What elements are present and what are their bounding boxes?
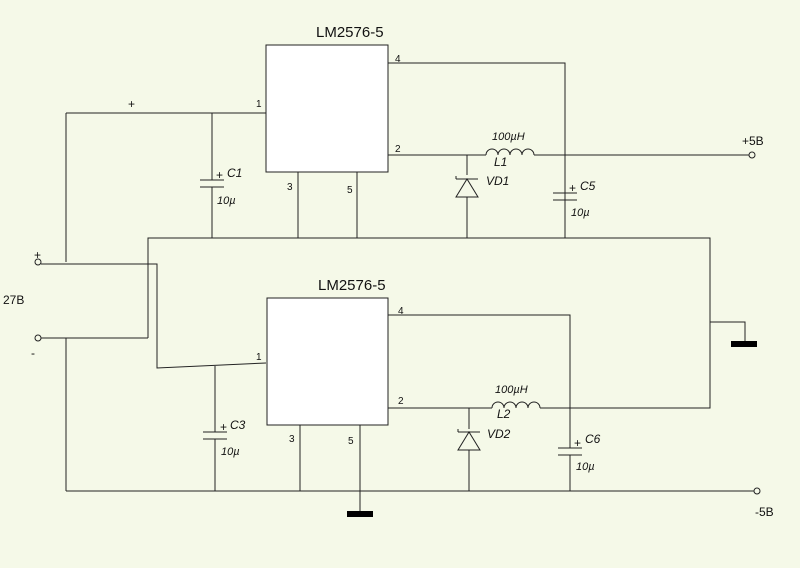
input-voltage-label: 27В bbox=[3, 293, 24, 307]
minus5v-label: -5В bbox=[755, 505, 774, 519]
lower-pin-3: 3 bbox=[289, 434, 295, 445]
ground-symbol-right bbox=[731, 341, 757, 347]
lower-feedback-wire bbox=[388, 314, 571, 408]
upper-pin-5: 5 bbox=[347, 185, 353, 196]
lower-inductor-name: L2 bbox=[497, 407, 511, 421]
ground-stub-wire bbox=[710, 321, 746, 342]
input-terminals: + - 27В bbox=[3, 248, 267, 491]
minus5v-terminal bbox=[753, 487, 761, 495]
lower-diode bbox=[457, 431, 481, 451]
lower-pin-1: 1 bbox=[256, 352, 262, 363]
lower-cin-value: 10µ bbox=[221, 446, 240, 458]
upper-rail-plus-label: + bbox=[128, 97, 135, 111]
upper-diode-name: VD1 bbox=[486, 174, 509, 188]
lower-chip-title: LM2576-5 bbox=[318, 277, 386, 294]
lower-pin-4: 4 bbox=[398, 306, 404, 317]
upper-cin-plus: + bbox=[216, 168, 223, 182]
upper-feedback-wire bbox=[388, 62, 566, 238]
input-minus-terminal bbox=[34, 334, 42, 342]
common-rail bbox=[40, 237, 757, 409]
lower-cin-name: C3 bbox=[230, 418, 246, 432]
lower-inductor-value: 100µH bbox=[495, 384, 528, 396]
upper-inductor bbox=[485, 148, 535, 156]
ground-symbol-bottom bbox=[347, 511, 373, 517]
plus5v-terminal bbox=[748, 151, 756, 159]
upper-cout-plus: + bbox=[569, 181, 576, 195]
upper-cout-name: C5 bbox=[580, 179, 596, 193]
upper-inductor-value: 100µH bbox=[492, 131, 525, 143]
upper-pin-3: 3 bbox=[287, 182, 293, 193]
upper-pin-4: 4 bbox=[395, 54, 401, 65]
upper-inductor-name: L1 bbox=[494, 155, 507, 169]
plus5v-label: +5В bbox=[742, 134, 764, 148]
upper-cin-name: C1 bbox=[227, 166, 242, 180]
lower-inductor bbox=[491, 401, 541, 409]
lower-chip bbox=[266, 297, 389, 426]
lower-cout-name: C6 bbox=[585, 432, 601, 446]
upper-pin-1: 1 bbox=[256, 99, 262, 110]
upper-chip-title: LM2576-5 bbox=[316, 24, 384, 41]
input-minus-label: - bbox=[31, 346, 35, 360]
input-plus-terminal bbox=[34, 258, 42, 266]
input-plus-wire bbox=[41, 263, 267, 369]
input-plus-label: + bbox=[34, 248, 41, 262]
upper-diode bbox=[455, 178, 479, 198]
lower-regulator: LM2576-5 1 4 2 3 5 100µH L2 + C3 10µ VD2 bbox=[66, 277, 774, 519]
upper-cin-value: 10µ bbox=[217, 195, 236, 207]
lower-pin-5: 5 bbox=[348, 436, 354, 447]
lower-cout-plus: + bbox=[574, 436, 581, 450]
lower-pin-2: 2 bbox=[398, 396, 404, 407]
upper-cout-value: 10µ bbox=[571, 207, 590, 219]
lower-diode-name: VD2 bbox=[487, 427, 511, 441]
lower-cin-plus: + bbox=[220, 420, 227, 434]
common-ground-rail bbox=[147, 237, 711, 409]
upper-regulator: LM2576-5 1 4 2 3 5 + 100µH L1 + C1 10µ bbox=[65, 24, 764, 262]
upper-pin-2: 2 bbox=[395, 144, 401, 155]
lower-cout-value: 10µ bbox=[576, 461, 595, 473]
upper-chip bbox=[265, 44, 389, 173]
